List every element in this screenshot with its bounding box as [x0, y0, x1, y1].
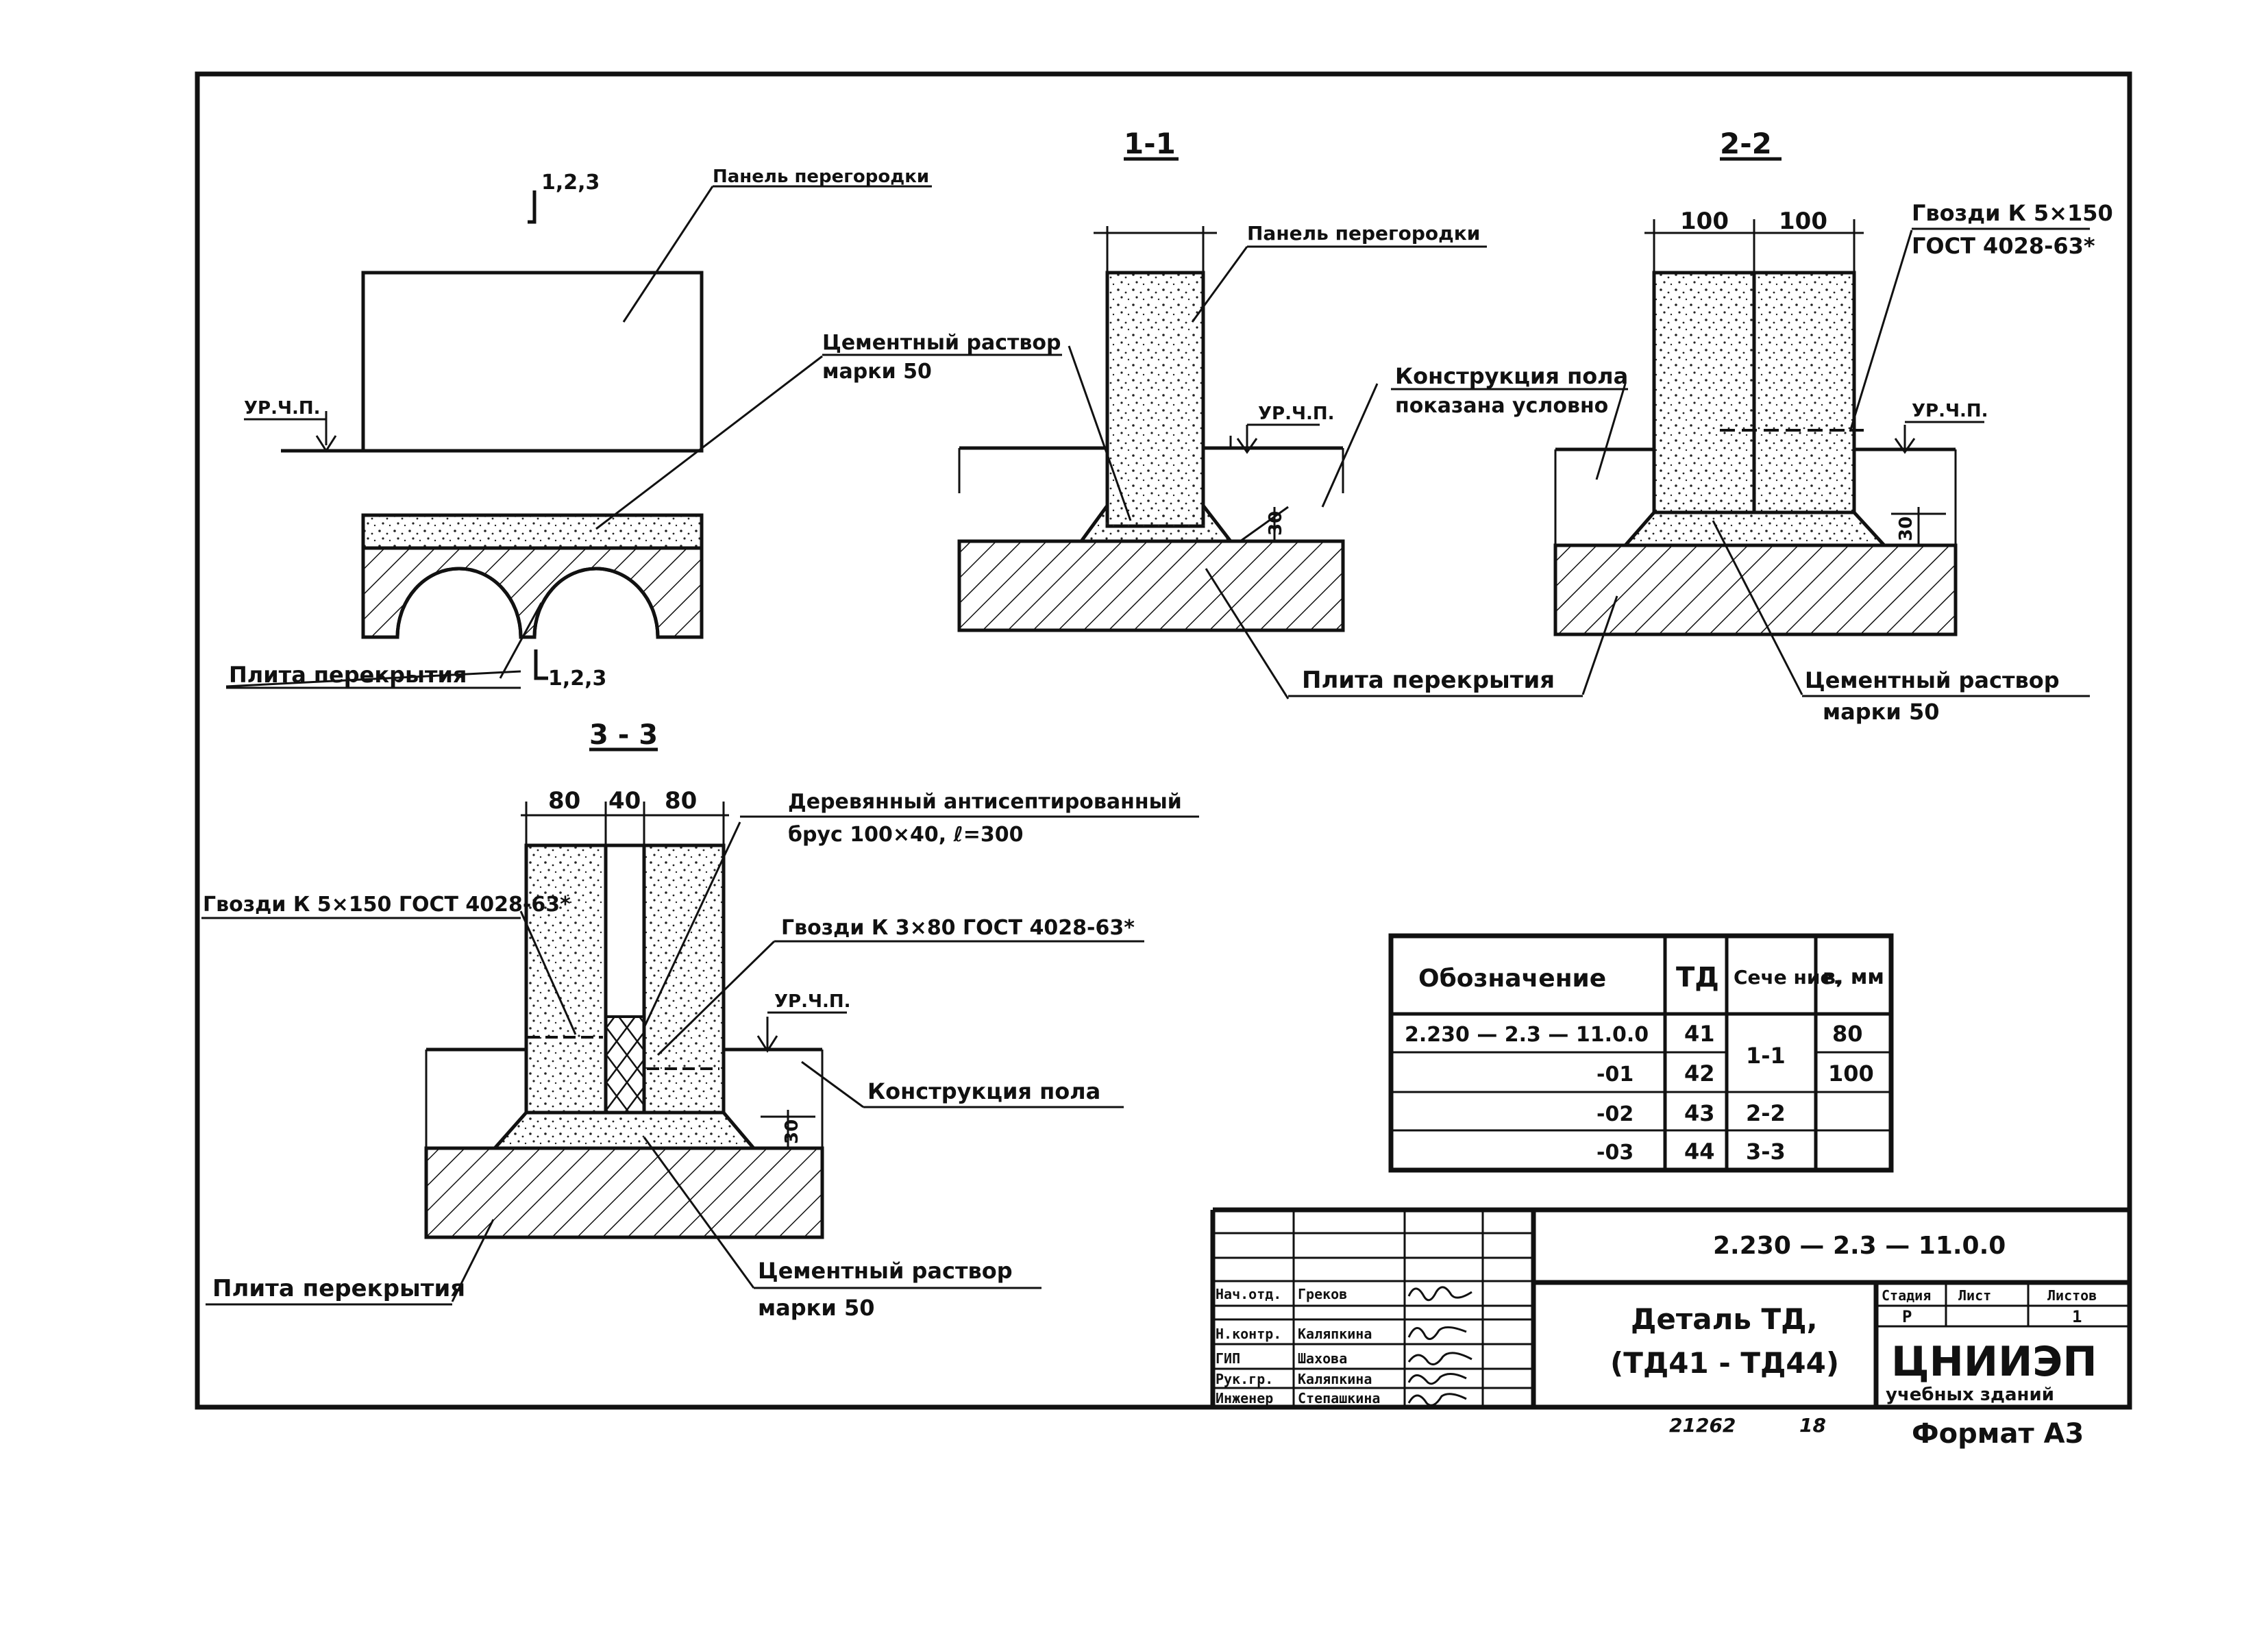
role-2: Н.контр. [1216, 1326, 1281, 1342]
role-1: Нач.отд. [1216, 1286, 1281, 1302]
footer-format: Формат А3 [1912, 1418, 2084, 1450]
s33-floor-construction: Конструкция пола [867, 1078, 1100, 1104]
spec-header-width: в, мм [1823, 965, 1884, 989]
spec-row4-designation: -03 [1597, 1141, 1634, 1165]
plan-mortar-grade: марки 50 [822, 360, 932, 384]
title-sheet-value: 1 [2072, 1307, 2082, 1326]
title-org-name: ЦНИИЭП [1891, 1338, 2097, 1386]
section-1-1 [957, 226, 1379, 699]
spec-header-section: Сече ние. [1734, 966, 1840, 989]
s22-nails-label: Гвозди К 5×150 [1912, 200, 2113, 226]
s22-floor-construction-note: показана условно [1395, 394, 1608, 418]
s11-panel-label: Панель перегородки [1247, 222, 1480, 245]
s33-dim-a: 80 [548, 787, 580, 815]
spec-row1-designation: 2.230 — 2.3 — 11.0.0 [1405, 1023, 1649, 1047]
s22-mortar-label: Цементный раствор [1805, 667, 2060, 693]
s11-dim-30: 30 [1266, 511, 1286, 536]
s33-bar-label: Деревянный антисептированный [788, 790, 1182, 814]
section-2-2 [1553, 219, 1958, 695]
name-4: Каляпкина [1298, 1371, 1372, 1387]
plan-slab-label: Плита перекрытия [229, 662, 467, 688]
name-2: Каляпкина [1298, 1326, 1372, 1342]
s22-nails-gost: ГОСТ 4028-63* [1912, 233, 2095, 259]
spec-table [1388, 933, 1894, 1173]
s22-dim-left: 100 [1680, 208, 1729, 235]
section-3-3 [424, 802, 864, 1302]
spec-row2-designation: -01 [1597, 1063, 1634, 1087]
s33-nails-small: Гвозди К 3×80 ГОСТ 4028-63* [781, 916, 1135, 940]
spec-row1-td: 41 [1684, 1021, 1715, 1047]
title-stage-value: Р [1902, 1307, 1912, 1326]
s33-dim-30: 30 [782, 1119, 802, 1144]
section-2-2-title: 2-2 [1720, 127, 1772, 160]
plan-marker-top: 1,2,3 [541, 171, 600, 195]
spec-row3-designation: -02 [1597, 1102, 1634, 1126]
name-5: Степашкина [1298, 1390, 1380, 1406]
section-3-3-title: 3 - 3 [589, 719, 658, 751]
spec-header-designation: Обозначение [1418, 965, 1606, 993]
s22-dim-30: 30 [1896, 517, 1916, 541]
spec-row2-td: 42 [1684, 1060, 1715, 1087]
spec-row1-section: 1-1 [1746, 1043, 1786, 1069]
s22-slab-label: Плита перекрытия [1302, 667, 1555, 694]
spec-header-td: ТД [1676, 962, 1719, 993]
spec-row4-td: 44 [1684, 1139, 1715, 1165]
plan-floor-level: УР.Ч.П. [244, 398, 321, 419]
role-3: ГИП [1216, 1350, 1240, 1367]
spec-row4-section: 3-3 [1746, 1139, 1786, 1165]
s22-floor-level: УР.Ч.П. [1912, 401, 1988, 421]
role-4: Рук.гр. [1216, 1371, 1273, 1387]
s22-mortar-grade: марки 50 [1823, 699, 1939, 725]
s33-mortar-label: Цементный раствор [758, 1258, 1013, 1284]
footer-page: 18 [1799, 1414, 1826, 1437]
s33-bar-size: брус 100×40, ℓ=300 [788, 823, 1023, 847]
name-3: Шахова [1298, 1350, 1347, 1367]
s11-floor-level: УР.Ч.П. [1258, 404, 1335, 424]
spec-row3-td: 43 [1684, 1100, 1715, 1126]
s22-dim-right: 100 [1779, 208, 1827, 235]
title-col-stage: Стадия [1882, 1287, 1931, 1304]
footer-inventory: 21262 [1669, 1414, 1736, 1437]
section-1-1-title: 1-1 [1124, 127, 1176, 160]
title-doc-code: 2.230 — 2.3 — 11.0.0 [1713, 1232, 2006, 1260]
plan-mortar-label: Цементный раствор [822, 331, 1061, 355]
s33-nails-big: Гвозди К 5×150 ГОСТ 4028-63* [203, 893, 571, 917]
title-col-sheet: Лист [1958, 1287, 1991, 1304]
spec-row2-width: 100 [1828, 1060, 1874, 1087]
plan-view [225, 186, 823, 688]
sheet-frame [195, 71, 2132, 1410]
s33-dim-b: 40 [608, 787, 641, 815]
s33-dim-c: 80 [665, 787, 697, 815]
title-line1: Деталь ТД, [1631, 1302, 1818, 1336]
plan-marker-bottom: 1,2,3 [548, 667, 606, 691]
title-org-subtitle: учебных зданий [1886, 1385, 2054, 1405]
title-line2: (ТД41 - ТД44) [1610, 1346, 1839, 1380]
signatures [1407, 1286, 1472, 1406]
s22-floor-construction: Конструкция пола [1395, 363, 1628, 389]
spec-row3-section: 2-2 [1746, 1100, 1786, 1126]
s33-slab-label: Плита перекрытия [212, 1275, 465, 1302]
role-5: Инженер [1216, 1390, 1273, 1406]
name-1: Греков [1298, 1286, 1347, 1302]
s33-floor-level: УР.Ч.П. [774, 991, 851, 1012]
title-col-sheets: Листов [2047, 1287, 2097, 1304]
spec-row1-width: 80 [1832, 1021, 1863, 1047]
s33-mortar-grade: марки 50 [758, 1295, 874, 1321]
title-block [1210, 1207, 2130, 1407]
plan-panel-label: Панель перегородки [713, 166, 929, 187]
